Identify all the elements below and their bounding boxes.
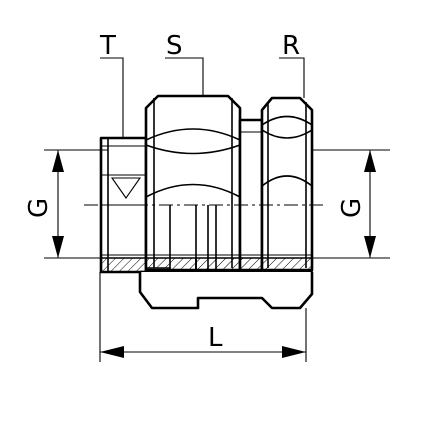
leader-s: [165, 57, 204, 110]
dimension-g-right: [312, 149, 390, 259]
label-t: T: [99, 31, 116, 61]
label-s: S: [166, 31, 183, 61]
nut-s-body: [144, 94, 242, 272]
section-spigot: [100, 257, 147, 273]
label-g-right: G: [337, 198, 367, 218]
cross-section: [100, 257, 314, 310]
leader-lines: [100, 57, 305, 140]
nut-r: [260, 96, 314, 272]
neck: [238, 118, 264, 272]
label-r: R: [282, 31, 300, 61]
dimension-g-left: [44, 149, 108, 259]
thread-mark: [110, 177, 142, 199]
label-l: L: [208, 323, 223, 353]
leader-t: [100, 57, 124, 140]
leader-r: [279, 57, 305, 98]
dimension-l: [99, 272, 307, 362]
label-g-left: G: [24, 198, 54, 218]
nut-r-body: [260, 96, 314, 272]
union-nut-s: [144, 94, 242, 272]
